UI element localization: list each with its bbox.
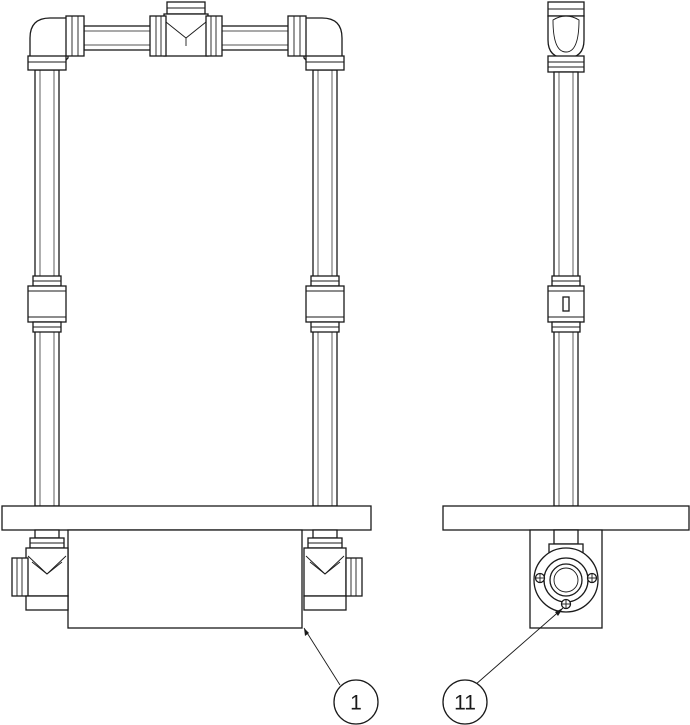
callout-balloon-11: 11 [442, 679, 488, 725]
side-top-cap [547, 1, 585, 73]
bottom-left-fitting [11, 529, 69, 611]
top-right-elbow [287, 15, 345, 71]
right-coupling [305, 275, 345, 333]
callout-balloon-1: 1 [333, 679, 379, 725]
side-coupling [547, 275, 585, 333]
front-shelf-plate [1, 505, 372, 531]
leader-line-11 [474, 607, 564, 686]
top-left-elbow [27, 15, 85, 71]
front-view [1, 1, 372, 686]
side-view [442, 1, 690, 686]
side-lower-pipe-stub [553, 529, 579, 545]
bottom-right-fitting [303, 529, 363, 611]
left-coupling [27, 275, 67, 333]
callout-label-11: 11 [454, 692, 476, 715]
front-housing-box [67, 529, 303, 629]
leader-arrowhead-11 [555, 608, 563, 616]
side-shelf-plate [442, 505, 690, 531]
leader-arrowhead-1 [304, 628, 309, 636]
top-tee-fitting [149, 1, 223, 57]
callout-label-1: 1 [350, 692, 362, 715]
leader-line-1 [303, 627, 341, 686]
side-flange [533, 547, 599, 613]
